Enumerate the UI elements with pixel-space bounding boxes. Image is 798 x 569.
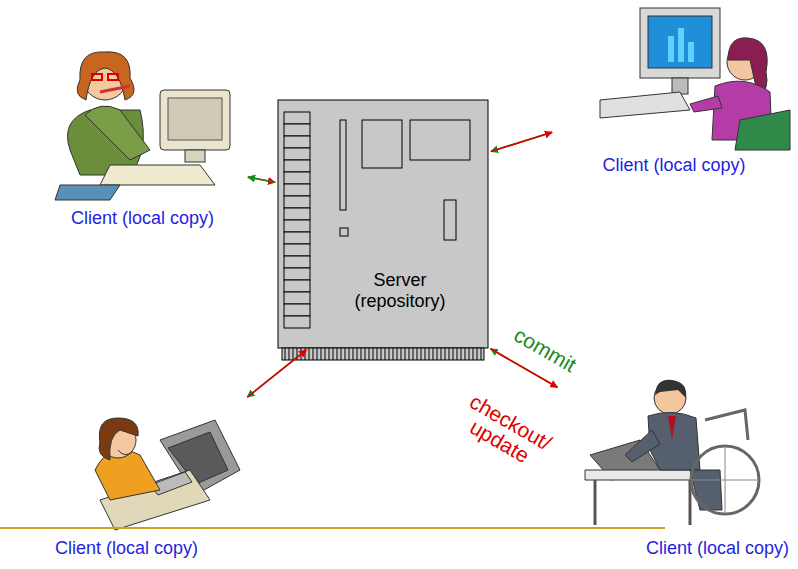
checkout-arrow xyxy=(491,132,552,151)
client-node: Client (local copy) xyxy=(40,40,245,232)
server-board xyxy=(278,100,488,348)
chip xyxy=(340,120,346,210)
server-node: Server (repository) xyxy=(278,100,488,348)
edge-label: commit xyxy=(501,318,590,382)
client-label: Client (local copy) xyxy=(564,538,789,559)
client-figure xyxy=(600,8,790,150)
board-teeth xyxy=(282,348,484,360)
footer-rule xyxy=(0,527,665,529)
board-slots xyxy=(284,112,310,328)
client-label: Client (local copy) xyxy=(44,208,241,229)
client-label: Client (local copy) xyxy=(12,538,241,559)
server-label: Server (repository) xyxy=(340,270,460,311)
checkout-arrow xyxy=(248,177,275,182)
chip xyxy=(444,200,456,240)
commit-arrow xyxy=(491,132,552,151)
chip xyxy=(362,120,402,168)
checkout-arrow xyxy=(247,350,306,397)
client-figure xyxy=(95,418,240,530)
client-label: Client (local copy) xyxy=(559,155,789,176)
client-figure xyxy=(55,52,230,200)
edge-label: checkout/ update xyxy=(451,388,560,476)
chip xyxy=(340,228,348,236)
client-figure xyxy=(585,380,759,525)
commit-arrow xyxy=(248,177,275,182)
chip xyxy=(410,120,470,160)
commit-arrow xyxy=(247,350,306,397)
client-node: Client (local copy) xyxy=(560,375,793,563)
client-node: Client (local copy) xyxy=(555,0,793,180)
client-node: Client (local copy) xyxy=(8,395,245,563)
